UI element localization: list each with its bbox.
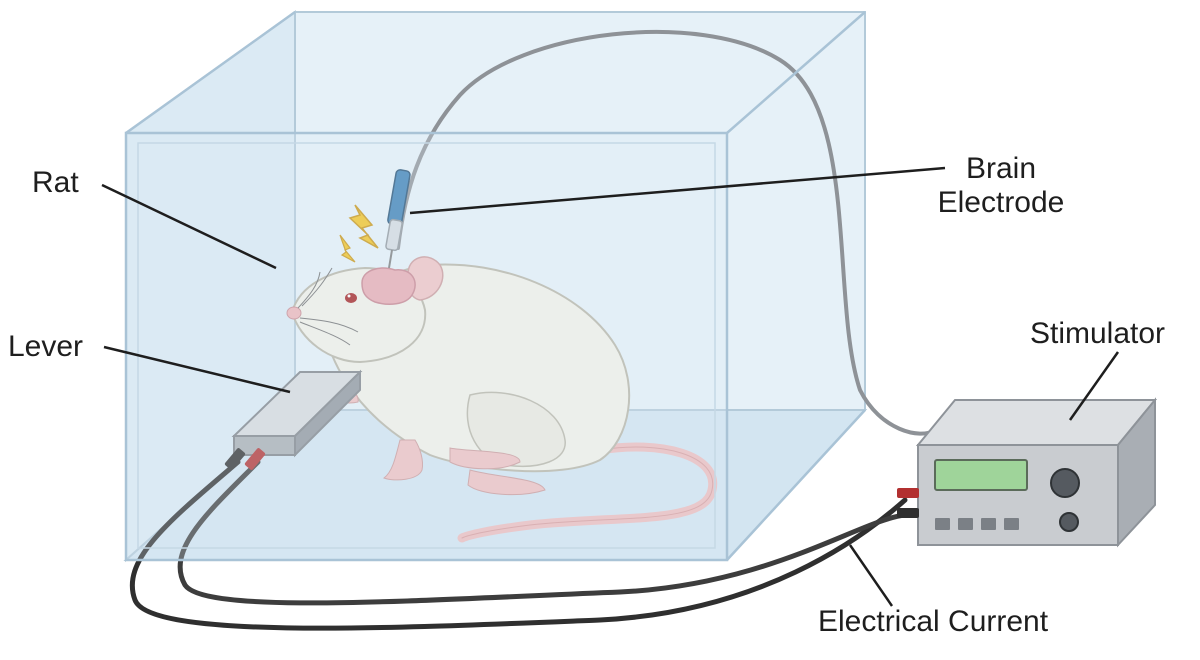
- stimulator: [897, 397, 1158, 548]
- rat: [286, 256, 631, 496]
- label-brain-electrode: Brain Electrode: [926, 152, 1076, 220]
- chamber-front: [124, 10, 866, 562]
- label-rat: Rat: [32, 166, 79, 199]
- label-electrical-current: Electrical Current: [818, 605, 1049, 638]
- leader-lines: [101, 166, 1120, 607]
- lightning-bolt-icon: [348, 204, 379, 249]
- lever: [224, 369, 363, 470]
- label-brain-electrode-line1: Brain: [965, 152, 1037, 185]
- brain-electrode: [385, 169, 411, 269]
- label-brain-electrode-line2: Electrode: [937, 186, 1065, 219]
- label-lever: Lever: [8, 330, 84, 363]
- label-stimulator: Stimulator: [1030, 317, 1166, 350]
- electrode-cable: [396, 30, 937, 436]
- lever-wires: [129, 459, 908, 631]
